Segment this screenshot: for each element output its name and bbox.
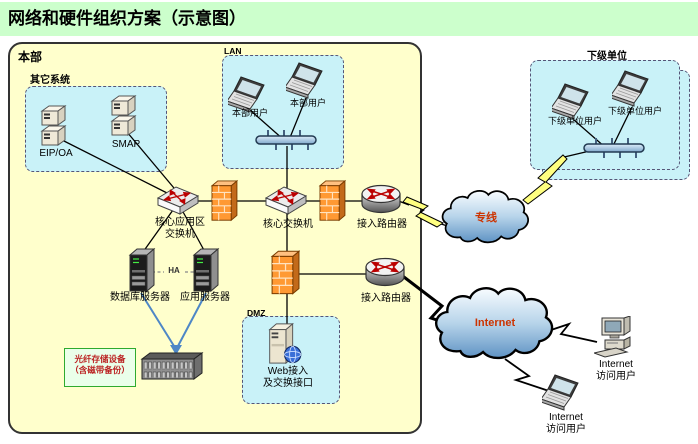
access-router-icon bbox=[359, 181, 403, 219]
branch-ethernet-bus-icon bbox=[582, 136, 646, 160]
core-app-switch-label-line1: 核心应用区 bbox=[155, 217, 205, 228]
app-server-icon bbox=[191, 246, 221, 294]
lightning-bolt-leased2 bbox=[522, 154, 568, 205]
wire-internet-laptop bbox=[504, 358, 550, 392]
smap-server-icon bbox=[108, 93, 140, 139]
title-bar: 网络和硬件组织方案（示意图） bbox=[0, 2, 698, 36]
branch-user-label: 下级单位用户 bbox=[607, 106, 662, 116]
web-server-label-line2: 及交换接口 bbox=[263, 377, 313, 389]
wire-switch1-db bbox=[142, 209, 174, 253]
dmz-label: DMZ bbox=[247, 308, 266, 318]
internet-laptop-user-line1: Internet bbox=[549, 412, 583, 423]
web-server-label-line1: Web接入 bbox=[267, 366, 309, 377]
page-title: 网络和硬件组织方案（示意图） bbox=[8, 9, 246, 28]
lan-label: LAN bbox=[224, 46, 242, 56]
lan-zone bbox=[222, 55, 344, 169]
database-server-label: 数据库服务器 bbox=[110, 292, 170, 303]
storage-note-line2: （含磁带备份） bbox=[70, 365, 130, 376]
eip-oa-label: EIP/OA bbox=[39, 148, 73, 159]
database-server-icon bbox=[127, 246, 157, 294]
internet-desktop-user-line2: 访问用户 bbox=[596, 370, 636, 382]
hq-user-label: 本部用户 bbox=[289, 98, 326, 108]
internet-laptop-user-label: Internet 访问用户 bbox=[538, 412, 594, 436]
wire-smap-switch bbox=[126, 131, 180, 195]
branch-label: 下级单位 bbox=[587, 51, 627, 62]
core-switch-icon bbox=[263, 182, 309, 218]
lightning-bolt-leased1 bbox=[402, 196, 445, 228]
branch-user-laptop-icon bbox=[612, 70, 656, 108]
app-server-label: 应用服务器 bbox=[180, 292, 230, 303]
eip-oa-server-icon bbox=[38, 103, 70, 149]
core-app-switch-label-line2: 交换机 bbox=[165, 228, 195, 240]
core-app-switch-label: 核心应用区 交换机 bbox=[146, 217, 214, 241]
internet-desktop-user-label: Internet 访问用户 bbox=[588, 359, 644, 383]
core-app-switch-icon bbox=[155, 182, 201, 218]
other-systems-label: 其它系统 bbox=[30, 75, 70, 86]
web-server-icon bbox=[266, 321, 304, 365]
access-router-label: 接入路由器 bbox=[361, 293, 411, 304]
hq-user-laptop-icon bbox=[286, 62, 330, 100]
web-server-label: Web接入 及交换接口 bbox=[255, 366, 321, 390]
internet-laptop-user-line2: 访问用户 bbox=[546, 423, 586, 435]
internet-cloud-label: Internet bbox=[474, 317, 516, 329]
ha-link-label: HA bbox=[164, 266, 184, 276]
storage-note-line1: 光纤存储设备 bbox=[74, 354, 126, 364]
storage-array-icon bbox=[139, 351, 205, 383]
internet-desktop-user-icon bbox=[594, 316, 638, 360]
internet-laptop-user-icon bbox=[542, 374, 586, 412]
smap-label: SMAP bbox=[111, 139, 141, 150]
wire-servers-storage bbox=[140, 292, 207, 347]
core-switch-label: 核心交换机 bbox=[263, 219, 313, 230]
wire-branch-laptop2 bbox=[611, 106, 633, 149]
internet-desktop-user-line1: Internet bbox=[599, 359, 633, 370]
wire-lan-laptop1 bbox=[249, 109, 285, 141]
wire-internet-desktop bbox=[547, 322, 598, 343]
branch-user-label: 下级单位用户 bbox=[547, 116, 602, 126]
leased-line-cloud-label: 专线 bbox=[475, 212, 497, 224]
access-router-label: 接入路由器 bbox=[357, 219, 407, 230]
wire-switch1-app bbox=[181, 209, 206, 253]
hq-user-label: 本部用户 bbox=[231, 108, 268, 118]
headquarters-label: 本部 bbox=[18, 50, 43, 64]
firewall-icon bbox=[269, 248, 300, 300]
lan-ethernet-bus-icon bbox=[254, 128, 318, 152]
wire-eipoa-switch bbox=[61, 139, 174, 197]
storage-note: 光纤存储设备 （含磁带备份） bbox=[64, 348, 136, 387]
wire-lan-laptop2 bbox=[288, 97, 307, 141]
storage-arrowhead bbox=[170, 345, 182, 355]
access-router-icon bbox=[363, 254, 407, 292]
